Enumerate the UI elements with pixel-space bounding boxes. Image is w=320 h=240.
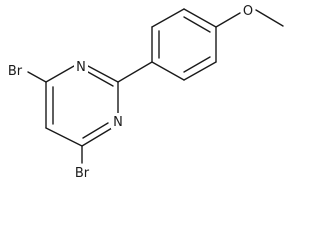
bond-c4ph-o [215, 12, 241, 28]
bond-c2-phenyl [117, 61, 153, 83]
bond-n1-c6 [81, 127, 113, 147]
bond-n1-c6-inner [82, 122, 109, 139]
atom-labels: N N Br Br O [4, 2, 255, 181]
bond-c6-c5 [45, 127, 83, 147]
chemical-structure-diagram: N N Br Br O [4, 2, 284, 181]
bond-o-ch3 [255, 9, 284, 27]
bond-ph-5 [183, 61, 217, 81]
bond-c4-br-top [27, 71, 47, 83]
atom-o-methoxy: O [243, 4, 253, 19]
atom-n-bottom: N [113, 115, 123, 130]
atom-br-top: Br [8, 64, 23, 79]
pyrimidine-ring [45, 65, 119, 147]
atom-br-bottom: Br [75, 166, 90, 181]
bond-ph-6 [151, 61, 185, 81]
bond-ph-5-inner [183, 56, 211, 73]
bond-ph-3-inner [183, 16, 211, 33]
phenyl-ring [151, 8, 217, 81]
bond-c4-n3 [45, 65, 75, 83]
bond-n3-c2-inner [87, 71, 114, 87]
bond-ph-2 [151, 8, 185, 28]
bond-n3-c2 [87, 65, 119, 83]
bond-ph-3 [183, 8, 217, 28]
atom-n-top: N [76, 60, 86, 75]
